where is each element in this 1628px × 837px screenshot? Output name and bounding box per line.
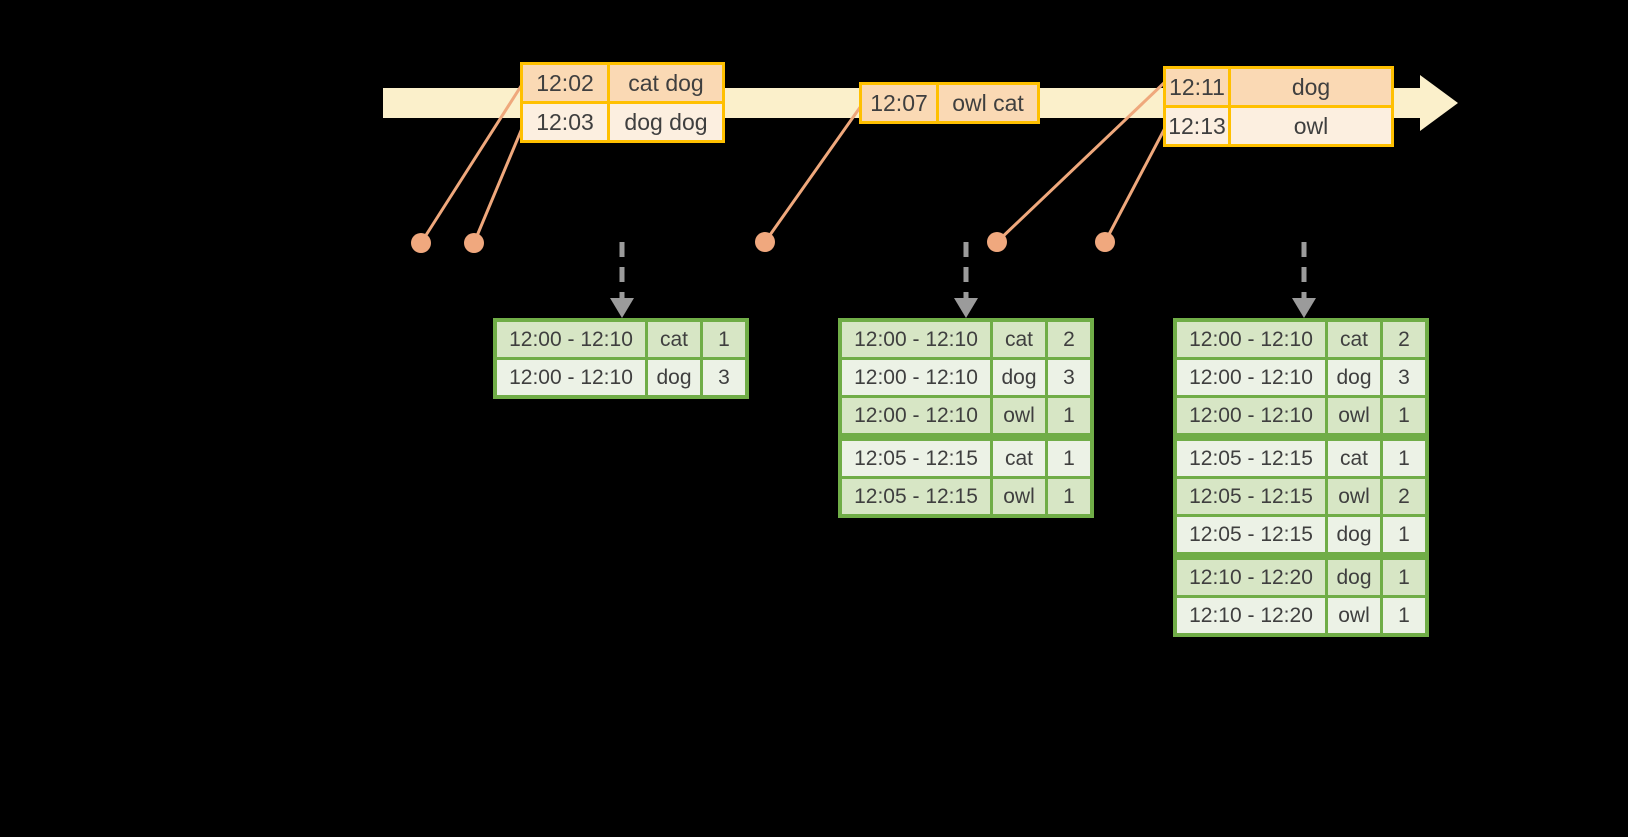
- event-words-cell: owl cat: [936, 85, 1037, 121]
- word-cell: owl: [1325, 479, 1380, 514]
- connector-line: [419, 82, 525, 244]
- output-arrow-head-icon: [1292, 298, 1316, 318]
- event-dot: [987, 232, 1007, 252]
- connector-line: [995, 80, 1167, 244]
- count-cell: 2: [1045, 322, 1090, 357]
- result-row: 12:00 - 12:10 cat 2: [1177, 322, 1425, 357]
- count-cell: 1: [1380, 441, 1425, 476]
- event-row: 12:02 cat dog: [523, 65, 722, 101]
- result-table-2: 12:00 - 12:10 cat 2 12:00 - 12:10 dog 3 …: [838, 318, 1094, 518]
- event-words-cell: dog dog: [607, 104, 722, 140]
- word-cell: cat: [1325, 441, 1380, 476]
- word-cell: owl: [990, 398, 1045, 433]
- word-cell: dog: [1325, 560, 1380, 595]
- count-cell: 1: [1380, 598, 1425, 633]
- word-cell: dog: [990, 360, 1045, 395]
- event-dot: [464, 233, 484, 253]
- event-time-cell: 12:03: [523, 104, 607, 140]
- count-cell: 1: [1380, 517, 1425, 552]
- event-time-cell: 12:13: [1166, 108, 1228, 144]
- timeline-arrowhead-icon: [1420, 75, 1458, 131]
- window-cell: 12:05 - 12:15: [842, 441, 990, 476]
- output-arrow-head-icon: [954, 298, 978, 318]
- window-cell: 12:00 - 12:10: [497, 322, 645, 357]
- event-words-cell: cat dog: [607, 65, 722, 101]
- result-row: 12:05 - 12:15 owl 1: [842, 476, 1090, 514]
- event-row: 12:07 owl cat: [862, 85, 1037, 121]
- window-cell: 12:00 - 12:10: [1177, 398, 1325, 433]
- window-cell: 12:00 - 12:10: [842, 360, 990, 395]
- count-cell: 1: [1045, 398, 1090, 433]
- window-cell: 12:00 - 12:10: [842, 398, 990, 433]
- result-row: 12:00 - 12:10 owl 1: [1177, 395, 1425, 433]
- result-row: 12:05 - 12:15 dog 1: [1177, 514, 1425, 552]
- result-row: 12:00 - 12:10 dog 3: [1177, 357, 1425, 395]
- count-cell: 3: [1380, 360, 1425, 395]
- result-table-3: 12:00 - 12:10 cat 2 12:00 - 12:10 dog 3 …: [1173, 318, 1429, 637]
- word-cell: cat: [645, 322, 700, 357]
- window-cell: 12:00 - 12:10: [1177, 322, 1325, 357]
- event-row: 12:03 dog dog: [523, 101, 722, 140]
- result-row: 12:00 - 12:10 dog 3: [497, 357, 745, 395]
- event-table-3: 12:11 dog 12:13 owl: [1163, 66, 1394, 147]
- event-time-cell: 12:02: [523, 65, 607, 101]
- word-cell: cat: [1325, 322, 1380, 357]
- connector-line: [472, 125, 525, 244]
- word-cell: dog: [1325, 517, 1380, 552]
- count-cell: 1: [1380, 560, 1425, 595]
- window-cell: 12:05 - 12:15: [1177, 479, 1325, 514]
- result-row: 12:10 - 12:20 dog 1: [1177, 552, 1425, 595]
- count-cell: 1: [1045, 479, 1090, 514]
- count-cell: 1: [1045, 441, 1090, 476]
- window-cell: 12:10 - 12:20: [1177, 560, 1325, 595]
- event-row: 12:11 dog: [1166, 69, 1391, 105]
- window-cell: 12:10 - 12:20: [1177, 598, 1325, 633]
- result-row: 12:05 - 12:15 cat 1: [842, 433, 1090, 476]
- event-dot: [1095, 232, 1115, 252]
- word-cell: dog: [645, 360, 700, 395]
- event-table-2: 12:07 owl cat: [859, 82, 1040, 124]
- window-cell: 12:05 - 12:15: [1177, 517, 1325, 552]
- result-table-1: 12:00 - 12:10 cat 1 12:00 - 12:10 dog 3: [493, 318, 749, 399]
- word-cell: cat: [990, 441, 1045, 476]
- count-cell: 3: [700, 360, 745, 395]
- result-row: 12:05 - 12:15 cat 1: [1177, 433, 1425, 476]
- event-dot: [411, 233, 431, 253]
- event-table-1: 12:02 cat dog 12:03 dog dog: [520, 62, 725, 143]
- event-time-cell: 12:11: [1166, 69, 1228, 105]
- result-row: 12:10 - 12:20 owl 1: [1177, 595, 1425, 633]
- output-arrow-head-icon: [610, 298, 634, 318]
- count-cell: 1: [1380, 398, 1425, 433]
- connector-line: [1103, 127, 1167, 243]
- event-dot: [755, 232, 775, 252]
- word-cell: dog: [1325, 360, 1380, 395]
- event-words-cell: dog: [1228, 69, 1391, 105]
- result-row: 12:00 - 12:10 dog 3: [842, 357, 1090, 395]
- word-cell: owl: [990, 479, 1045, 514]
- event-row: 12:13 owl: [1166, 105, 1391, 144]
- window-cell: 12:05 - 12:15: [842, 479, 990, 514]
- event-words-cell: owl: [1228, 108, 1391, 144]
- count-cell: 2: [1380, 479, 1425, 514]
- window-cell: 12:00 - 12:10: [1177, 360, 1325, 395]
- result-row: 12:00 - 12:10 cat 2: [842, 322, 1090, 357]
- count-cell: 2: [1380, 322, 1425, 357]
- count-cell: 3: [1045, 360, 1090, 395]
- count-cell: 1: [700, 322, 745, 357]
- event-time-cell: 12:07: [862, 85, 936, 121]
- window-cell: 12:00 - 12:10: [842, 322, 990, 357]
- window-cell: 12:00 - 12:10: [497, 360, 645, 395]
- result-row: 12:00 - 12:10 owl 1: [842, 395, 1090, 433]
- result-row: 12:00 - 12:10 cat 1: [497, 322, 745, 357]
- word-cell: cat: [990, 322, 1045, 357]
- word-cell: owl: [1325, 598, 1380, 633]
- connector-line: [763, 105, 863, 243]
- window-cell: 12:05 - 12:15: [1177, 441, 1325, 476]
- word-cell: owl: [1325, 398, 1380, 433]
- result-row: 12:05 - 12:15 owl 2: [1177, 476, 1425, 514]
